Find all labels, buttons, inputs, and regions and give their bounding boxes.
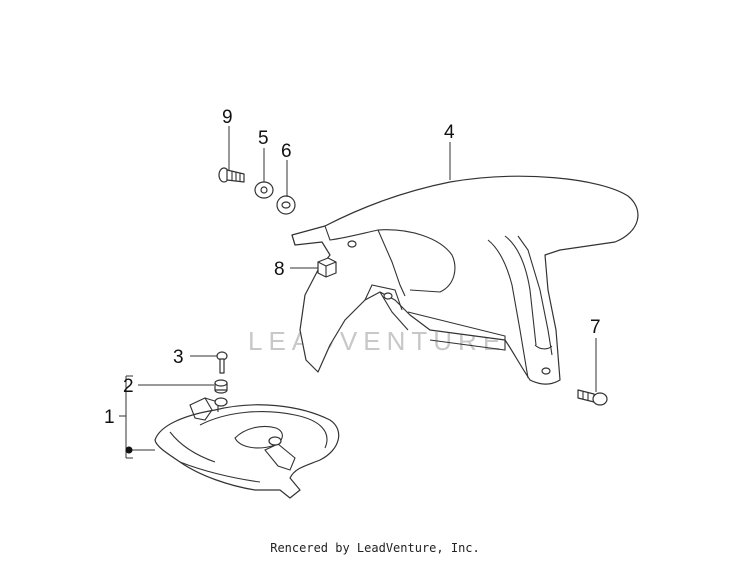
rear-fender-part[interactable] [291, 175, 639, 385]
washer-part-5[interactable] [254, 181, 274, 199]
clip-nut-part[interactable] [317, 257, 337, 278]
callout-3: 3 [173, 347, 184, 368]
leader-lines [119, 126, 597, 459]
callout-5: 5 [258, 128, 269, 149]
callout-7: 7 [590, 317, 601, 338]
screw-part-9[interactable] [218, 167, 245, 183]
callout-labels: 9 5 6 4 8 7 3 2 1 [104, 107, 601, 428]
screw-part-3[interactable] [216, 351, 228, 374]
rubber-washer-part-6[interactable] [276, 195, 296, 215]
lower-guard-assembly-part-1[interactable] [154, 397, 340, 499]
callout-6: 6 [281, 141, 292, 162]
callout-1: 1 [104, 407, 115, 428]
screw-part-7[interactable] [577, 389, 608, 406]
callout-9: 9 [222, 107, 233, 128]
callout-2: 2 [123, 376, 134, 397]
render-credit-footer: Rencered by LeadVenture, Inc. [270, 541, 480, 555]
spacer-collar-part-2[interactable] [214, 379, 228, 394]
callout-4: 4 [444, 122, 455, 143]
callout-8: 8 [274, 259, 285, 280]
bracket-dot [125, 446, 133, 454]
